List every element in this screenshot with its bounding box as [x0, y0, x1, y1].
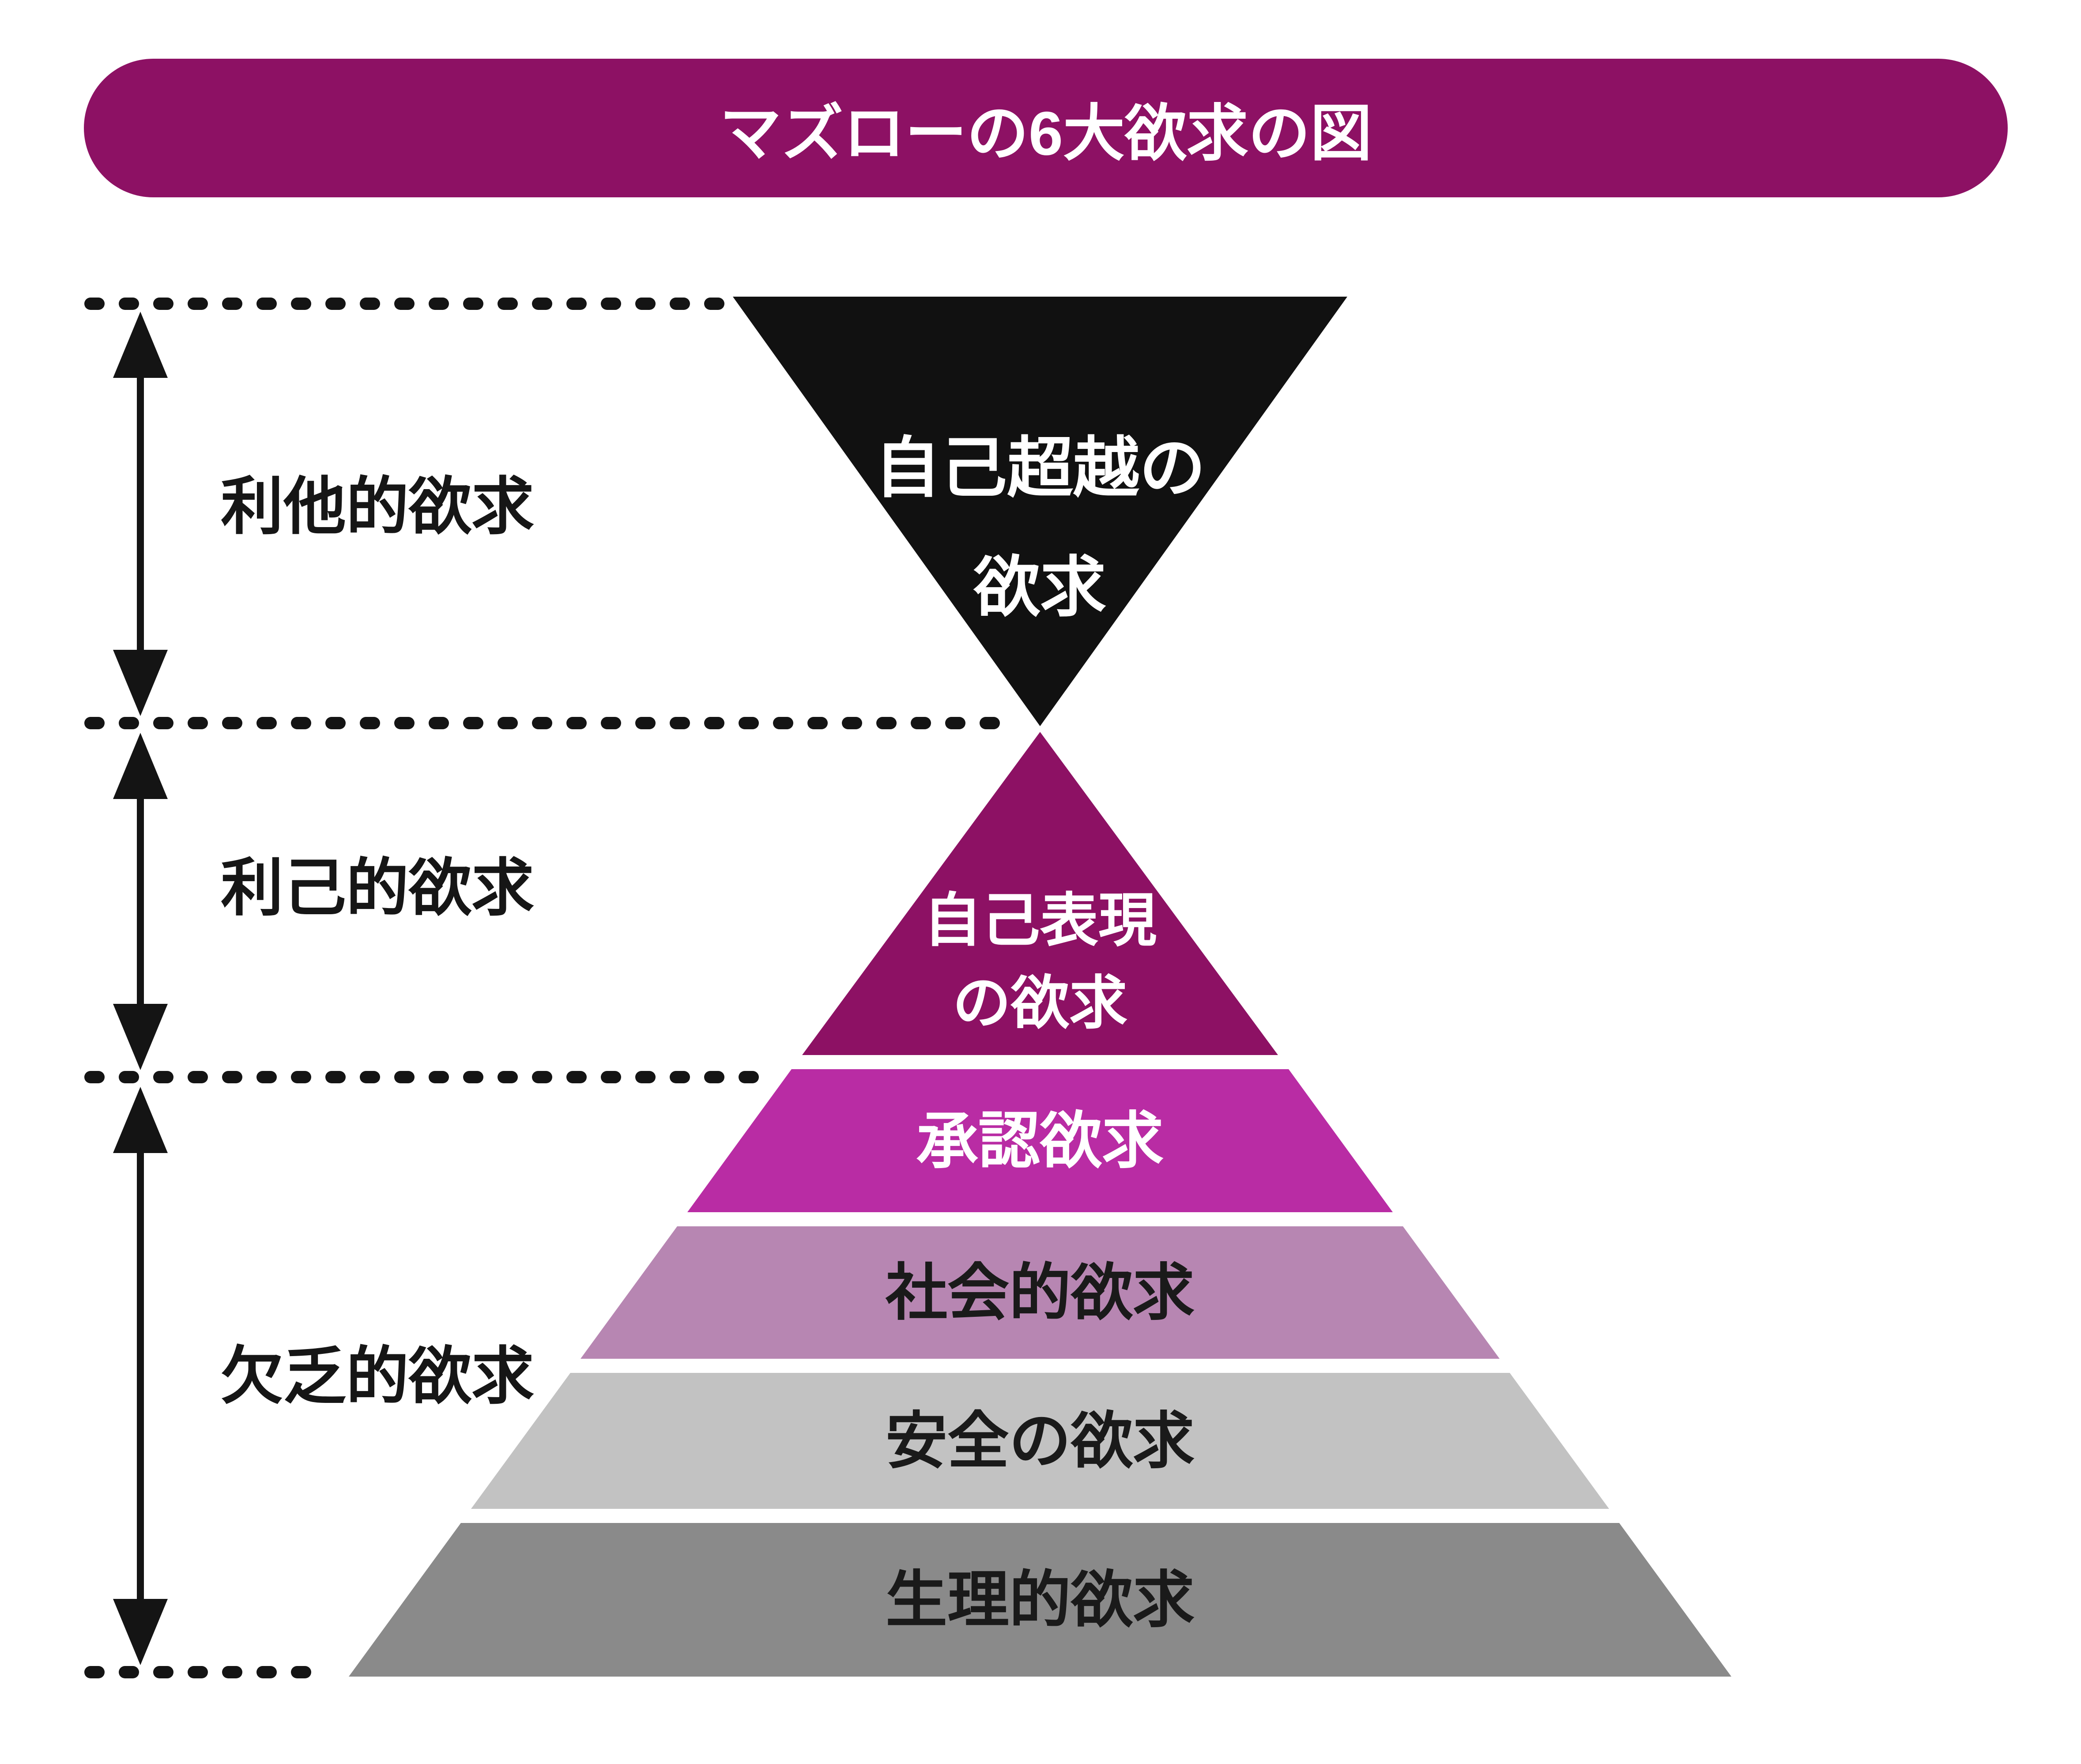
range-arrow-egoistic: [113, 733, 168, 1070]
range-arrow-deficiency: [113, 1087, 168, 1665]
range-arrow-altruistic: [113, 312, 168, 716]
level-safety-label: 安全の欲求: [886, 1406, 1195, 1476]
arrow-up-icon: [113, 312, 168, 378]
pyramid: 自己超越の 欲求 自己表現 の欲求 承認欲求 社会的欲求 安全の欲求 生理的欲求: [349, 297, 1731, 1677]
level-self-transcendence-label-line1: 自己超越の: [875, 431, 1206, 505]
level-self-transcendence-label-line2: 欲求: [973, 550, 1106, 624]
level-esteem: [687, 1069, 1393, 1212]
level-self-expression: [802, 732, 1278, 1055]
level-social: [581, 1226, 1500, 1359]
arrow-down-icon: [113, 650, 168, 716]
level-social-label: 社会的欲求: [885, 1258, 1195, 1327]
arrow-up-icon: [113, 1087, 168, 1153]
level-physiological: [349, 1523, 1731, 1677]
arrow-up-icon: [113, 733, 168, 799]
page-title: マズローの6大欲求の図: [720, 99, 1372, 168]
title-banner-group: マズローの6大欲求の図: [84, 59, 2008, 197]
level-self-expression-label-line1: 自己表現: [924, 888, 1157, 953]
level-self-transcendence: [733, 297, 1347, 726]
dashed-dividers: [84, 298, 1008, 1678]
level-esteem-label: 承認欲求: [916, 1106, 1164, 1176]
section-label-altruistic: 利他的欲求: [221, 472, 534, 542]
section-label-deficiency: 欠乏的欲求: [221, 1342, 534, 1412]
level-physiological-label: 生理的欲求: [886, 1565, 1195, 1635]
title-banner: [84, 59, 2008, 197]
level-safety: [471, 1373, 1609, 1509]
arrow-down-icon: [113, 1599, 168, 1665]
section-labels: 利他的欲求 利己的欲求 欠乏的欲求: [221, 472, 534, 1412]
arrow-down-icon: [113, 1004, 168, 1070]
section-label-egoistic: 利己的欲求: [221, 853, 534, 923]
level-self-expression-label-line2: の欲求: [953, 971, 1127, 1036]
